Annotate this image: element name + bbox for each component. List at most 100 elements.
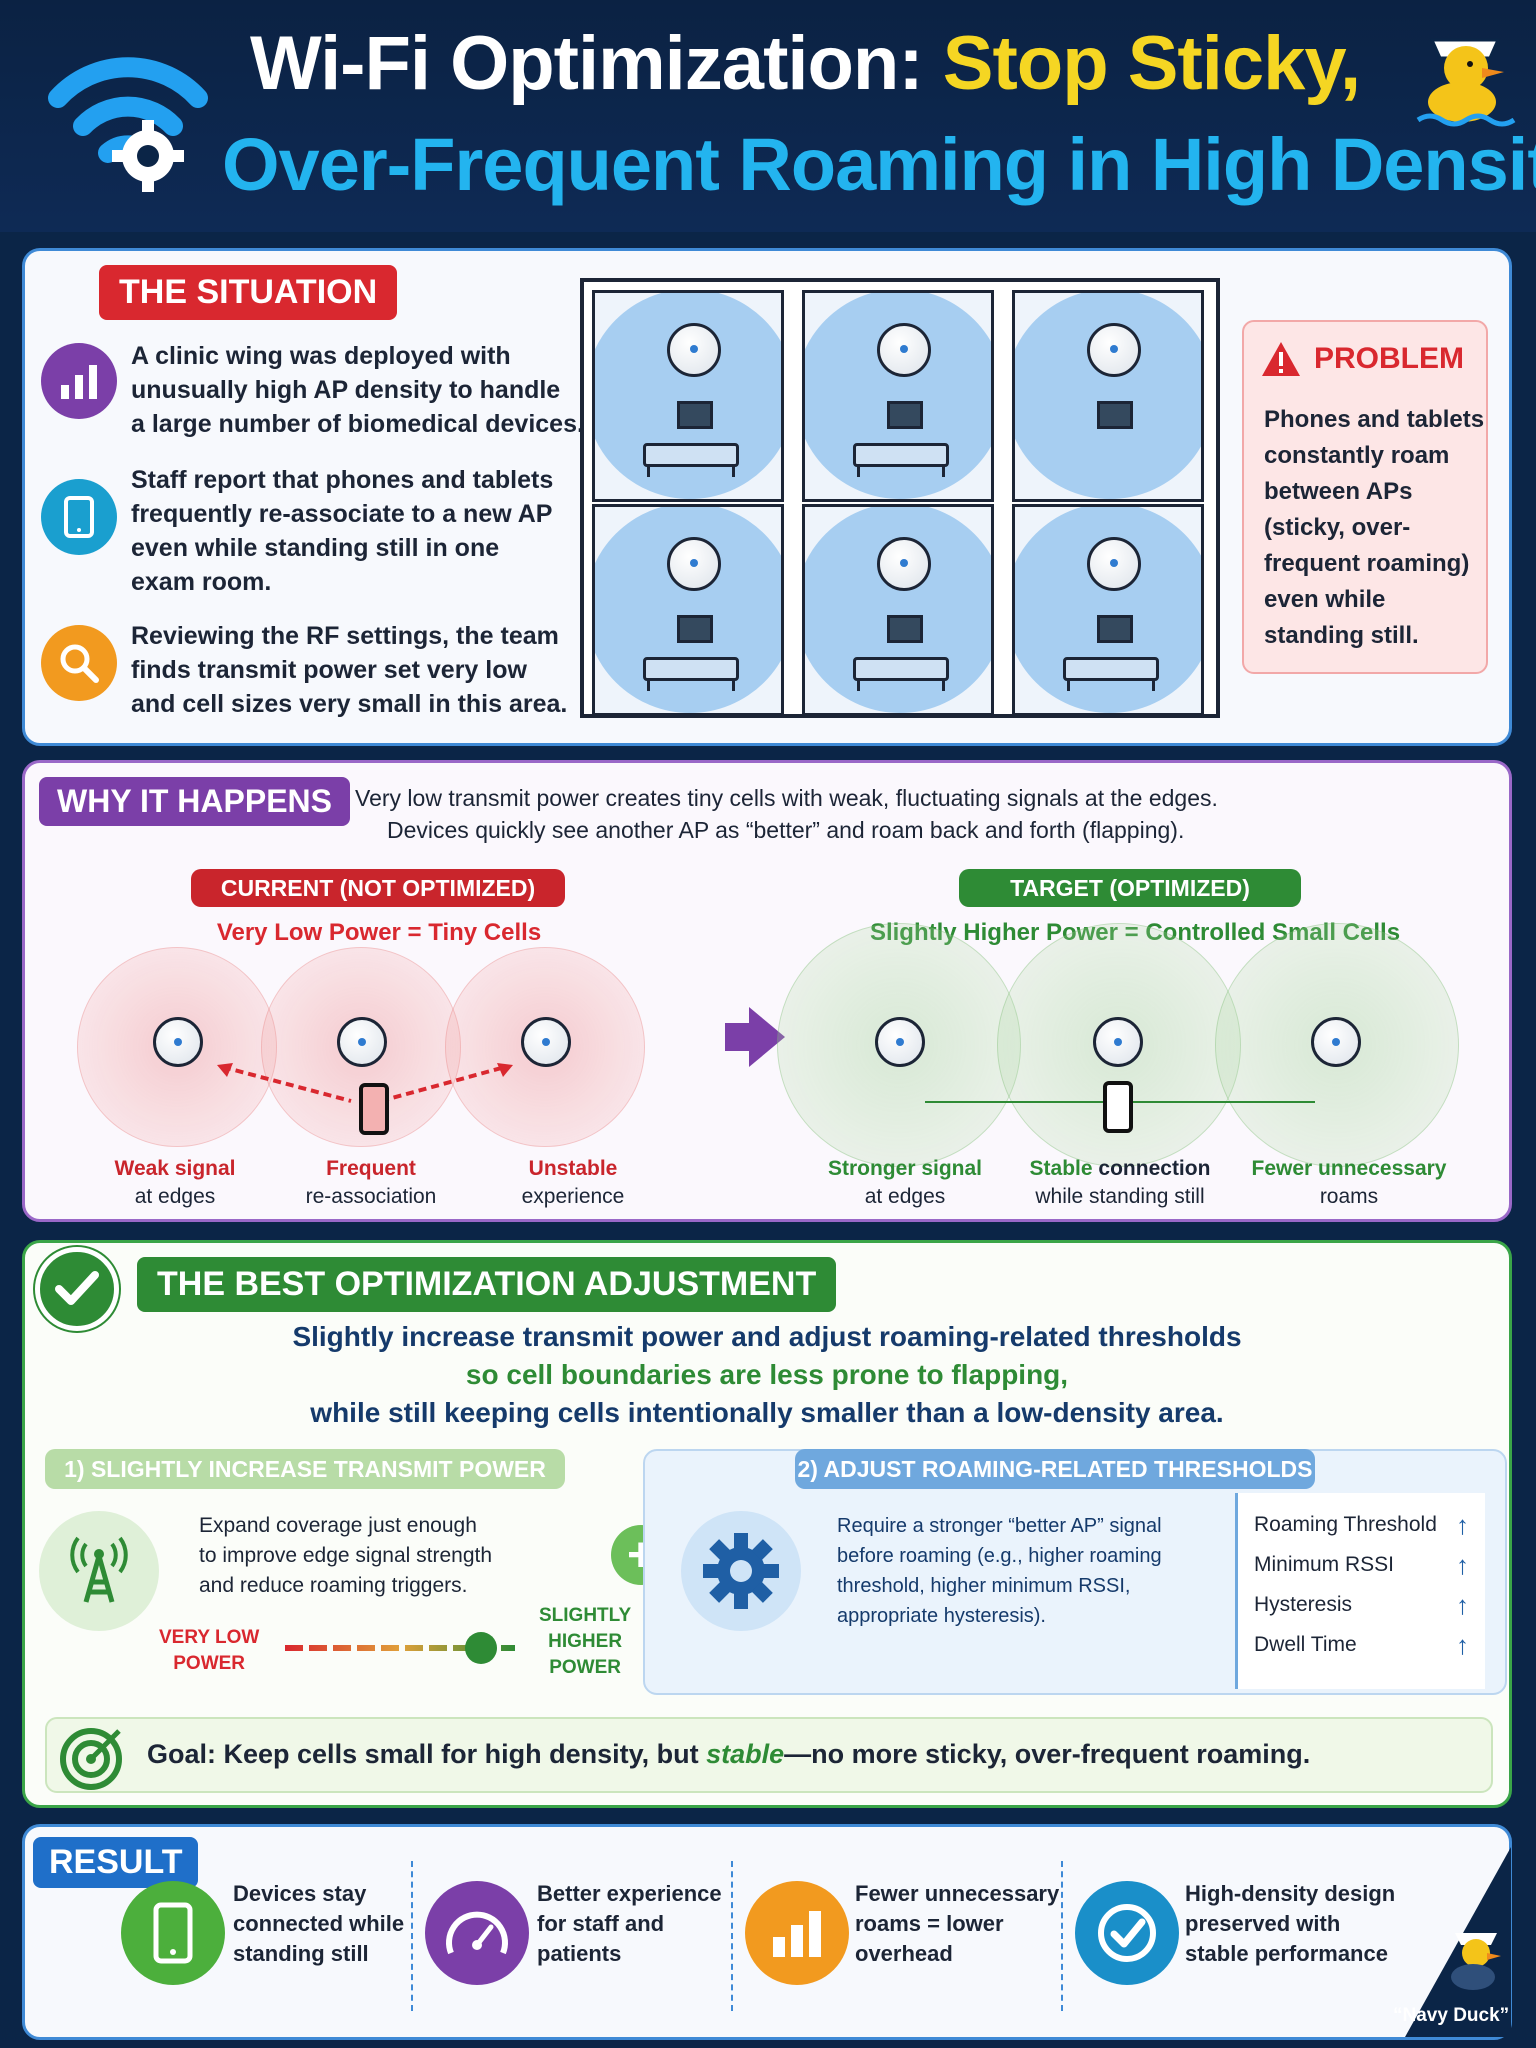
threshold-label: Hysteresis (1254, 1593, 1353, 1616)
divider (411, 1861, 413, 2011)
target-icon (60, 1728, 122, 1790)
why-tag: WHY IT HAPPENS (39, 777, 350, 826)
bed-legs (647, 681, 735, 691)
phone-icon (1103, 1081, 1133, 1133)
step2-line: threshold, higher minimum RSSI, (837, 1575, 1131, 1597)
problem-title: PROBLEM (1314, 342, 1464, 375)
target-label-2-b: connection (1098, 1157, 1211, 1180)
page-title: Wi-Fi Optimization: Stop Sticky, (250, 20, 1361, 107)
situation-item-1-line: unusually high AP density to handle (131, 376, 561, 404)
why-description-2: Devices quickly see another AP as “bette… (387, 817, 1185, 843)
result-item-2: Better experience for staff and patients (537, 1879, 722, 1969)
problem-box: PROBLEM Phones and tablets constantly ro… (1242, 320, 1488, 674)
access-point-icon (521, 1017, 571, 1067)
threshold-row: Roaming Threshold↑ (1254, 1505, 1469, 1545)
situation-item-1: A clinic wing was deployed with unusuall… (131, 339, 584, 441)
goal-text: Goal: Keep cells small for high density,… (147, 1739, 1310, 1770)
result-tag: RESULT (33, 1837, 199, 1888)
best-line-3: while still keeping cells intentionally … (310, 1397, 1224, 1428)
target-header: TARGET (OPTIMIZED) (959, 869, 1301, 907)
low-label-line: VERY LOW (159, 1627, 260, 1648)
speedometer-icon (425, 1881, 529, 1985)
very-low-power-label: VERY LOW POWER (159, 1625, 259, 1677)
medical-monitor-icon (887, 615, 923, 643)
phone-icon (121, 1881, 225, 1985)
magnifier-icon (41, 625, 117, 701)
current-header: CURRENT (NOT OPTIMIZED) (191, 869, 565, 907)
threshold-label: Roaming Threshold (1254, 1513, 1437, 1536)
result-line: Devices stay (233, 1881, 367, 1906)
antenna-tower-icon (39, 1511, 159, 1631)
problem-line: frequent roaming) (1264, 550, 1470, 577)
medical-monitor-icon (1097, 615, 1133, 643)
arrow-up-icon: ↑ (1456, 1629, 1469, 1660)
target-label-1-b: at edges (864, 1185, 946, 1208)
current-label-2-b: re-association (305, 1185, 437, 1208)
best-tag: THE BEST OPTIMIZATION ADJUSTMENT (137, 1257, 837, 1312)
problem-text: Phones and tablets constantly roam betwe… (1264, 402, 1484, 654)
target-label-3-b: roams (1319, 1185, 1379, 1208)
target-label-1-a: Stronger signal (827, 1157, 983, 1180)
step1-header: 1) SLIGHTLY INCREASE TRANSMIT POWER (45, 1449, 565, 1489)
arrow-right-stem (725, 1023, 751, 1051)
high-label-line: HIGHER (548, 1631, 623, 1652)
access-point-icon (337, 1017, 387, 1067)
exam-room (1012, 504, 1204, 716)
access-point-icon (153, 1017, 203, 1067)
medical-monitor-icon (1097, 401, 1133, 429)
exam-room (592, 290, 784, 502)
bar-chart-icon (745, 1881, 849, 1985)
page-subtitle: Over-Frequent Roaming in High Density (222, 123, 1536, 206)
arrow-up-icon: ↑ (1456, 1549, 1469, 1580)
divider (731, 1861, 733, 2011)
result-line: connected while (233, 1911, 405, 1936)
medical-monitor-icon (677, 401, 713, 429)
step1-line: Expand coverage just enough (199, 1514, 477, 1537)
step2-line: Require a stronger “better AP” signal (837, 1515, 1162, 1537)
bed-legs (857, 681, 945, 691)
result-line: patients (537, 1941, 622, 1966)
best-adjustment-panel: THE BEST OPTIMIZATION ADJUSTMENT Slightl… (22, 1240, 1512, 1808)
situation-item-3: Reviewing the RF settings, the team find… (131, 619, 567, 721)
target-label-2-c: while standing still (1035, 1185, 1205, 1208)
threshold-label: Dwell Time (1254, 1633, 1357, 1656)
result-line: High-density design (1185, 1881, 1396, 1906)
step2-header: 2) ADJUST ROAMING-RELATED THRESHOLDS (795, 1449, 1315, 1489)
result-line: stable performance (1185, 1941, 1388, 1966)
access-point-icon (877, 537, 931, 591)
goal-suffix: —no more sticky, over-frequent roaming. (784, 1739, 1311, 1769)
problem-line: even while (1264, 586, 1386, 613)
current-label-3-b: experience (521, 1185, 625, 1208)
situation-item-3-line: Reviewing the RF settings, the team (131, 622, 559, 650)
access-point-icon (667, 537, 721, 591)
why-panel: WHY IT HAPPENS Very low transmit power c… (22, 760, 1512, 1222)
navy-duck-icon (1416, 38, 1516, 127)
problem-line: (sticky, over- (1264, 514, 1411, 541)
situation-item-3-line: and cell sizes very small in this area. (131, 690, 568, 718)
bed-legs (1067, 681, 1155, 691)
header-banner: Wi-Fi Optimization: Stop Sticky, Over-Fr… (0, 0, 1536, 232)
warning-icon (1262, 342, 1300, 376)
best-line-2: so cell boundaries are less prone to fla… (465, 1359, 1069, 1390)
situation-item-3-line: finds transmit power set very low (131, 656, 527, 684)
access-point-icon (875, 1017, 925, 1067)
step2-line: before roaming (e.g., higher roaming (837, 1545, 1162, 1567)
problem-line: standing still. (1264, 622, 1419, 649)
divider (1061, 1861, 1063, 2011)
wifi-gear-icon (48, 57, 208, 192)
step1-text: Expand coverage just enough to improve e… (199, 1511, 492, 1601)
result-item-1: Devices stay connected while standing st… (233, 1879, 404, 1969)
step1-line: and reduce roaming triggers. (199, 1574, 468, 1597)
step2-card: 2) ADJUST ROAMING-RELATED THRESHOLDS Req… (643, 1449, 1507, 1695)
bed-legs (857, 467, 945, 477)
current-label-1-a: Weak signal (114, 1157, 236, 1180)
hospital-bed-icon (643, 443, 739, 467)
high-label-line: POWER (549, 1657, 621, 1678)
hospital-bed-icon (643, 657, 739, 681)
threshold-row: Hysteresis↑ (1254, 1585, 1469, 1625)
